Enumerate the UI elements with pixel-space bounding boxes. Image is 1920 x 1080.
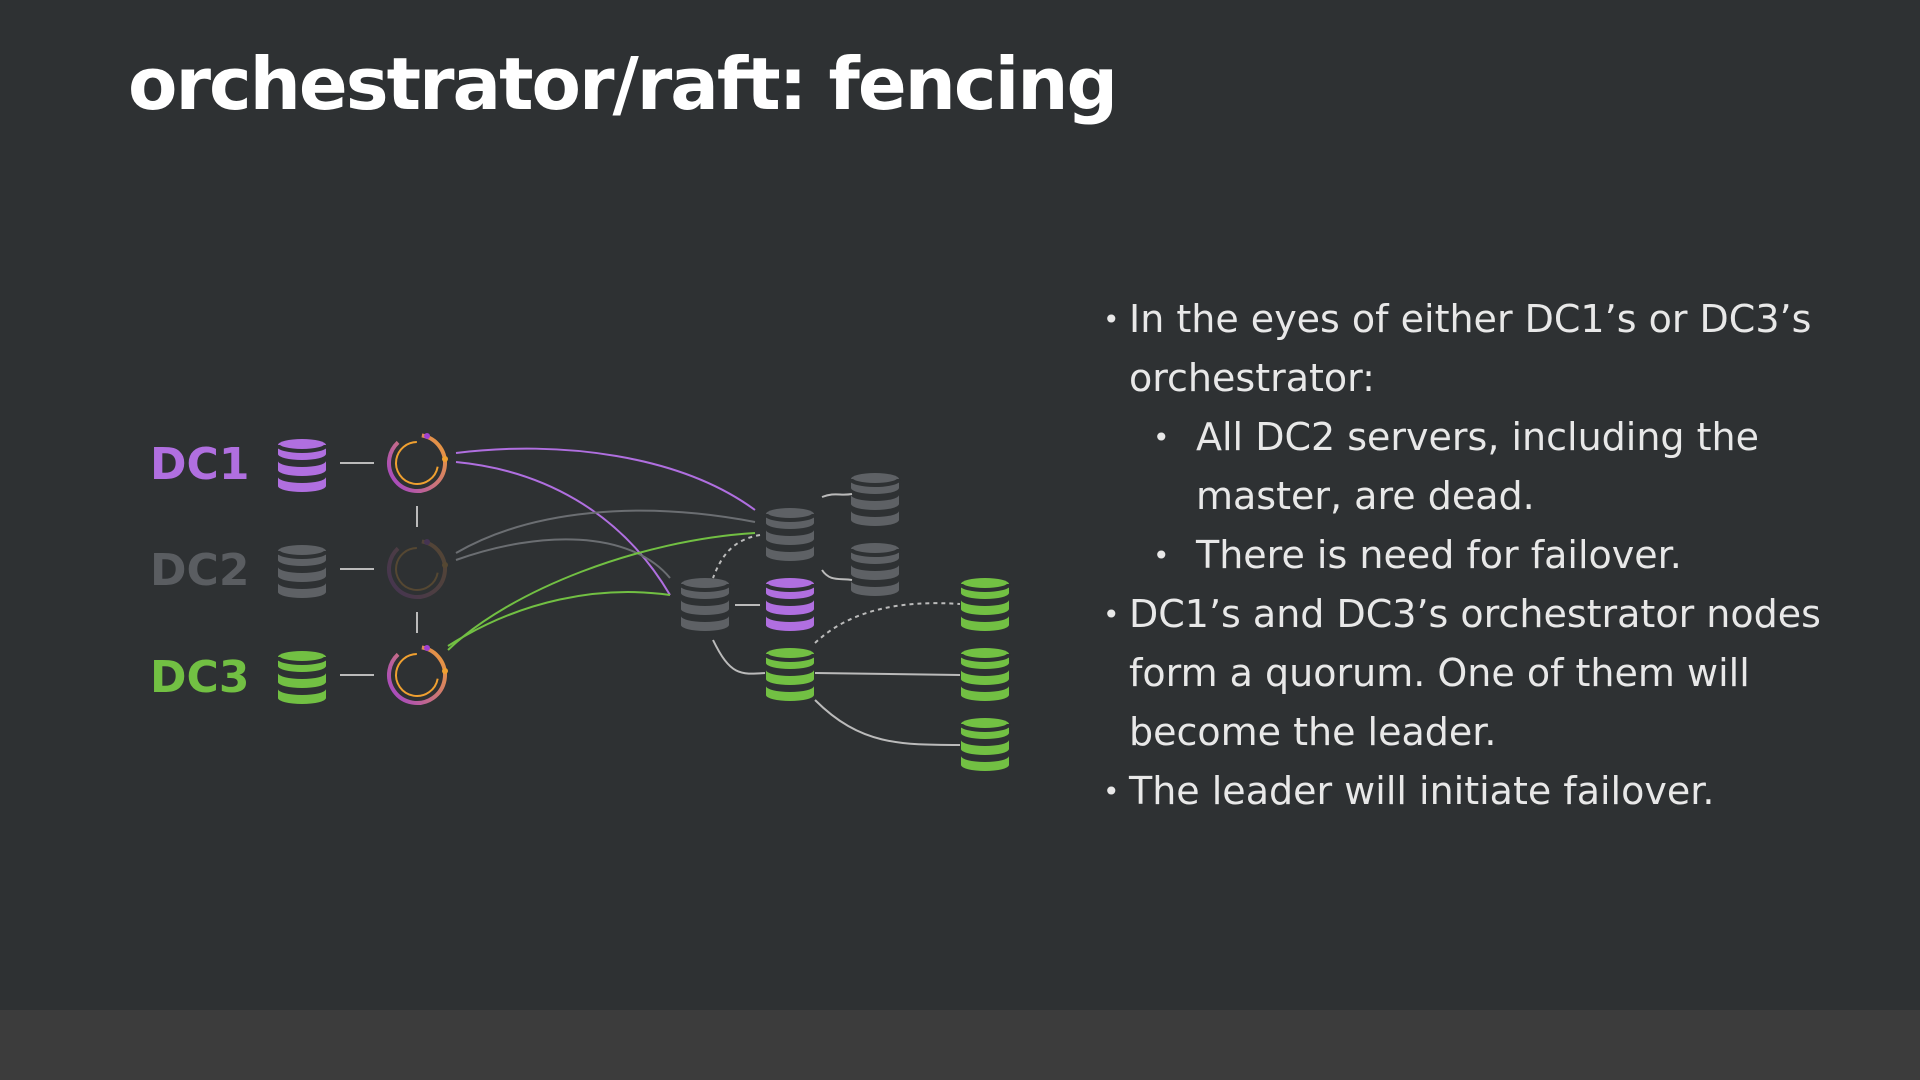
replica-server-icon — [849, 471, 901, 528]
dc3-orchestrator-icon — [382, 640, 452, 710]
dc-local-links — [340, 462, 418, 676]
bullet-list: In the eyes of either DC1’s or DC3’s orc… — [1095, 290, 1895, 821]
dc3-replica-server-icon — [959, 646, 1011, 703]
topology-diagram: DC1 DC2 DC3 — [150, 428, 1011, 773]
dc1-server-icon — [276, 437, 328, 494]
master-server-icon — [679, 576, 731, 633]
replica-server-icon — [849, 541, 901, 598]
sub-bullet-item: There is need for failover. — [1129, 526, 1895, 585]
dc3-replica-server-icon — [959, 716, 1011, 773]
replication-links — [712, 493, 961, 746]
bullet-text: DC1’s and DC3’s orchestrator nodes form … — [1129, 592, 1821, 754]
bullet-item: DC1’s and DC3’s orchestrator nodes form … — [1095, 585, 1895, 762]
sub-bullet-item: All DC2 servers, including the master, a… — [1129, 408, 1895, 526]
dc2-label: DC2 — [150, 545, 249, 596]
bullet-item: The leader will initiate failover. — [1095, 762, 1895, 821]
dc3-label: DC3 — [150, 652, 249, 703]
dc3-server-icon — [276, 649, 328, 706]
dc2-server-icon — [276, 543, 328, 600]
dc3-replica-server-icon — [959, 576, 1011, 633]
bullet-text: The leader will initiate failover. — [1129, 769, 1715, 813]
bullet-text: In the eyes of either DC1’s or DC3’s orc… — [1129, 297, 1812, 400]
slide-title: orchestrator/raft: fencing — [128, 42, 1118, 126]
dc1-label: DC1 — [150, 439, 249, 490]
dc2-orchestrator-icon — [382, 534, 452, 604]
orchestrator-probe-links — [447, 447, 756, 651]
bullet-item: In the eyes of either DC1’s or DC3’s orc… — [1095, 290, 1895, 585]
intermediate-server-icon — [764, 506, 816, 563]
dc1-orchestrator-icon — [382, 428, 452, 498]
sub-bullet-list: All DC2 servers, including the master, a… — [1129, 408, 1895, 585]
footer-bar — [0, 1010, 1920, 1080]
dc1-replica-server-icon — [764, 576, 816, 633]
slide: orchestrator/raft: fencing DC1 — [0, 0, 1920, 1010]
dc3-replica-server-icon — [764, 646, 816, 703]
